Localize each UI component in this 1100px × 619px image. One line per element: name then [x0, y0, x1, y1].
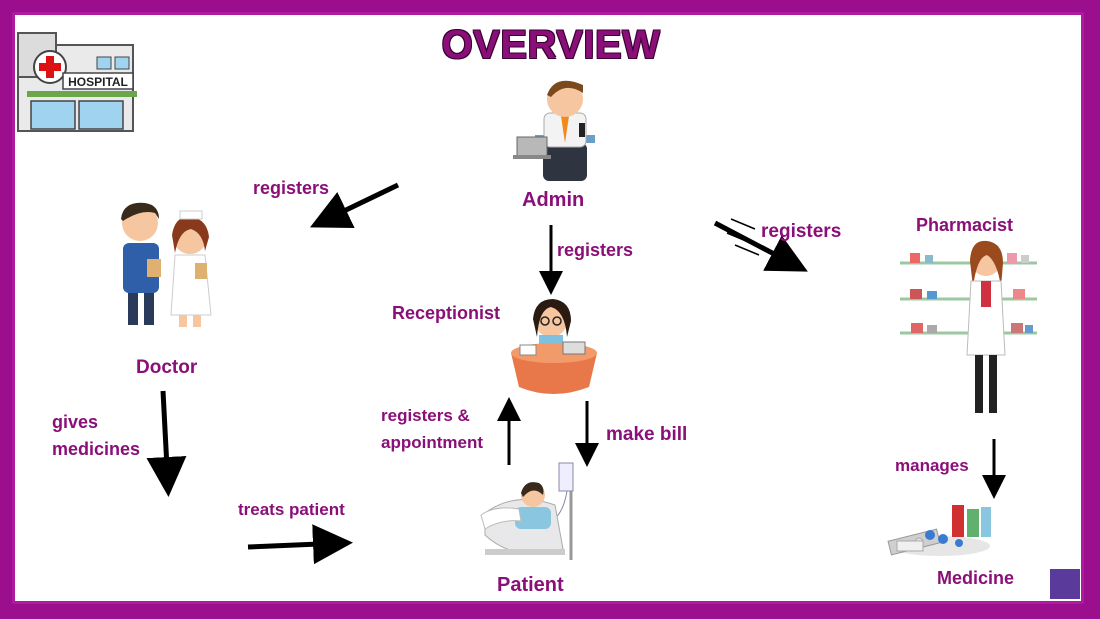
- edge-label-admin-pharmacist: registers: [761, 221, 842, 242]
- diagram-canvas: OVERVIEW HOSPITAL: [12, 12, 1084, 604]
- edge-label-registers-amp: registers &: [381, 406, 470, 425]
- patient-icon: [480, 462, 574, 560]
- edge-label-make-bill: make bill: [606, 424, 688, 445]
- arrow-doctor-down: [146, 390, 187, 497]
- diagram-graphics: HOSPITAL: [17, 32, 1037, 565]
- edge-label-medicines: medicines: [52, 439, 141, 459]
- hospital-icon: HOSPITAL: [17, 32, 137, 132]
- edge-label-manages: manages: [895, 456, 969, 475]
- nurse-icon: [170, 210, 212, 327]
- label-patient: Patient: [497, 574, 564, 596]
- edge-label-treats-patient: treats patient: [238, 500, 345, 519]
- label-medicine: Medicine: [937, 568, 1015, 588]
- edge-label-appointment: appointment: [381, 433, 483, 452]
- channel-logo: [1050, 569, 1080, 599]
- admin-icon: [513, 80, 595, 181]
- label-pharmacist: Pharmacist: [916, 215, 1014, 235]
- page-title: OVERVIEW: [441, 23, 661, 67]
- pharmacist-icon: [900, 240, 1037, 413]
- hospital-sign: HOSPITAL: [68, 75, 128, 89]
- label-doctor: Doctor: [136, 357, 198, 378]
- receptionist-icon: [511, 299, 597, 394]
- arrow-admin-doctor: [309, 182, 400, 229]
- edge-label-admin-doctor: registers: [253, 178, 330, 198]
- medicine-icon: [887, 505, 991, 556]
- doctor-icon: [121, 202, 161, 325]
- arrow-admin-pharmacist: [713, 220, 808, 272]
- arrow-treats-patient: [247, 524, 353, 565]
- edge-label-gives: gives: [52, 412, 99, 432]
- edge-label-admin-receptionist: registers: [557, 240, 634, 260]
- label-admin: Admin: [522, 189, 585, 211]
- label-receptionist: Receptionist: [392, 303, 501, 323]
